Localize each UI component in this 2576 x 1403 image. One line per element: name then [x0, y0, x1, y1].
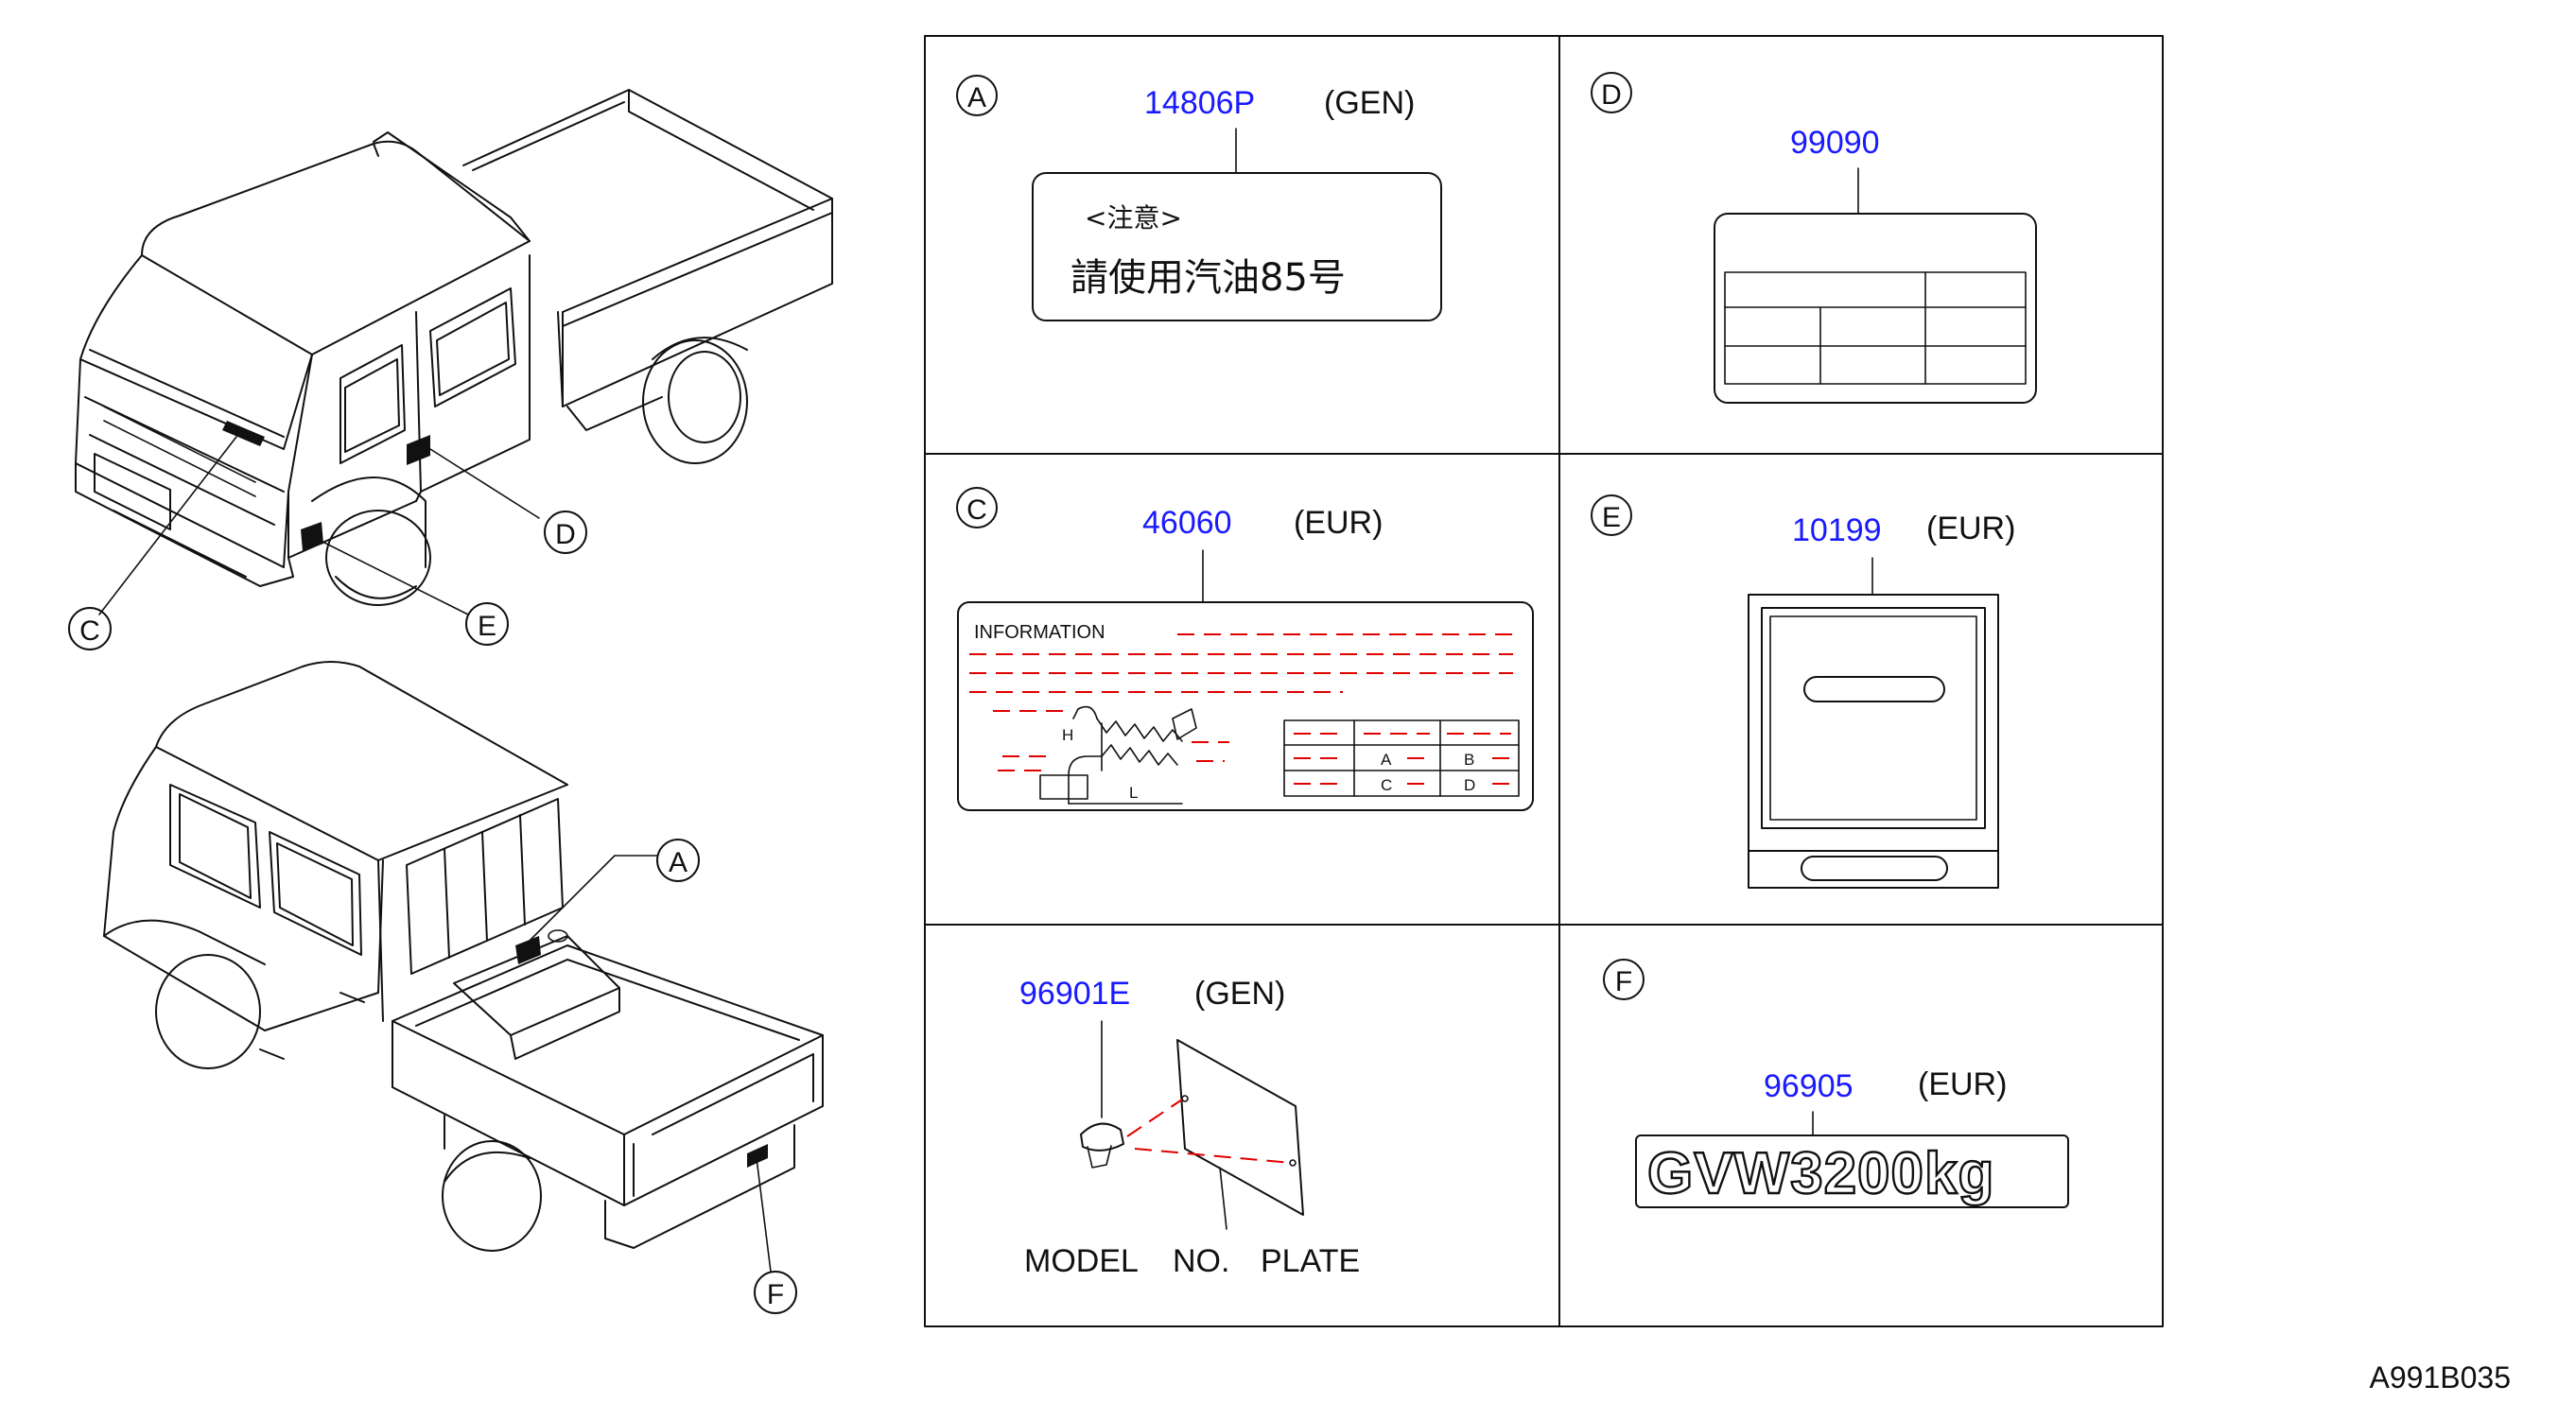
panel-model-caption-2: NO.: [1173, 1243, 1229, 1279]
callout-c-label: C: [79, 615, 100, 647]
truck-rear-view: [103, 661, 824, 1252]
panel-model-caption-1: MODEL: [1024, 1243, 1139, 1279]
panel-e-letter: E: [1602, 502, 1621, 533]
panel-c-diagram-l: L: [1129, 784, 1138, 802]
panel-f-part-no: 96905: [1764, 1068, 1854, 1104]
panel-f-badge-text: GVW3200kg: [1647, 1141, 1994, 1206]
panel-c-region: (EUR): [1294, 505, 1383, 541]
panel-a-label-line2: 請使用汽油85号: [1070, 256, 1346, 300]
callout-c: C: [68, 607, 112, 650]
panel-model-caption-3: PLATE: [1261, 1243, 1360, 1279]
panel-f-region: (EUR): [1918, 1066, 2007, 1102]
panel-c-table-b: B: [1464, 751, 1474, 769]
callout-e-label: E: [478, 611, 496, 642]
truck-front-view: [75, 89, 833, 606]
panel-grid: [924, 35, 2164, 1327]
panel-c-table-c: C: [1381, 776, 1392, 794]
panel-model-part-no: 96901E: [1019, 976, 1130, 1012]
panel-c-part-no: 46060: [1142, 505, 1232, 541]
callout-d-label: D: [555, 519, 576, 550]
panel-d-part-no: 99090: [1790, 125, 1880, 161]
panel-c-table-a: A: [1381, 751, 1392, 769]
callout-e: E: [465, 602, 509, 646]
panel-model-region: (GEN): [1194, 976, 1285, 1012]
callout-leaders-rear: [529, 855, 772, 1273]
panel-f: F 96905 (EUR) GVW3200kg: [1603, 959, 2069, 1208]
callout-a: A: [656, 839, 700, 882]
panel-d-letter: D: [1601, 79, 1622, 111]
panel-e-region: (EUR): [1926, 511, 2015, 546]
panel-a: A 14806P (GEN) <注意> 請使用汽油85号: [956, 75, 1442, 321]
panel-a-region: (GEN): [1324, 85, 1415, 121]
panel-f-letter: F: [1615, 966, 1632, 997]
panel-a-label-line1: <注意>: [1085, 202, 1182, 234]
panel-a-part-no: 14806P: [1144, 85, 1255, 121]
callout-d: D: [544, 511, 587, 554]
panel-c-letter: C: [966, 494, 987, 526]
panel-c: C 46060 (EUR) INFORMATION H L: [956, 487, 1534, 811]
panel-c-label-title: INFORMATION: [974, 622, 1105, 643]
callout-a-label: A: [669, 847, 688, 878]
panel-c-table-d: D: [1464, 776, 1475, 794]
panel-model-plate: 96901E (GEN) MODEL NO. PLATE: [1019, 976, 1360, 1279]
panel-e: E 10199 (EUR): [1591, 494, 2015, 889]
callout-f-label: F: [767, 1279, 784, 1310]
panel-a-letter: A: [967, 82, 986, 113]
panel-e-part-no: 10199: [1792, 512, 1882, 548]
drawing-id: A991B035: [2370, 1360, 2511, 1394]
panel-c-diagram-h: H: [1062, 726, 1073, 744]
panel-d: D 99090: [1591, 72, 2037, 404]
callout-f: F: [754, 1271, 797, 1314]
callout-leaders-front: [98, 436, 540, 615]
